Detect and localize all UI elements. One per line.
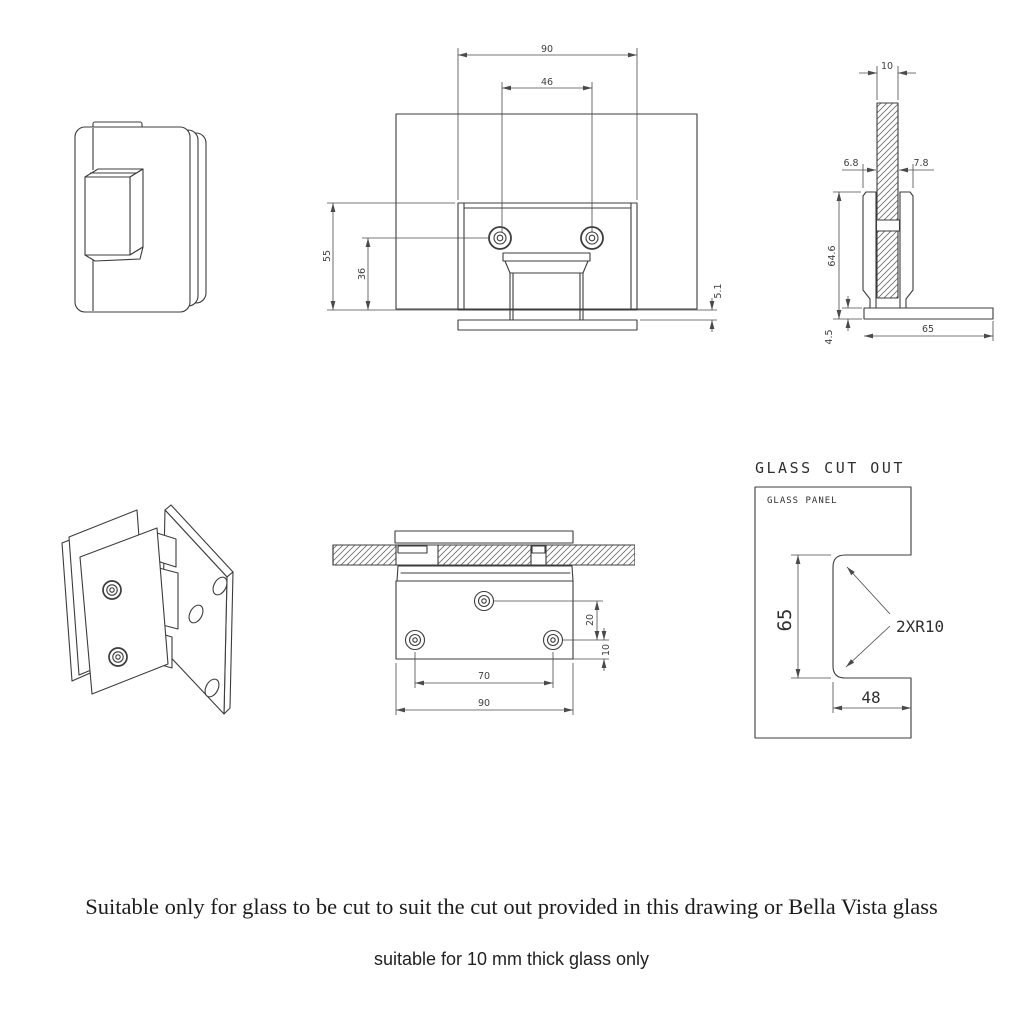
dim-front-height: 55 <box>322 250 333 262</box>
screw-left <box>488 226 512 250</box>
dim-side-left-offset: 6.8 <box>843 158 858 169</box>
dim-cutout-height: 65 <box>774 609 796 632</box>
glass-panel-label: GLASS PANEL <box>767 496 838 506</box>
mount-holes <box>404 590 564 651</box>
dim-front-width: 90 <box>541 44 553 55</box>
dim-front-hole-spacing: 46 <box>541 77 553 88</box>
glass-panel-cutout-outline <box>754 486 912 739</box>
clamp-plate-right <box>899 191 914 309</box>
wall-plate-plan <box>395 580 574 660</box>
dim-side-base-thickness: 4.5 <box>824 329 835 344</box>
screws-open-view <box>102 580 128 667</box>
dim-plan-width: 90 <box>478 698 490 709</box>
base-plate-section <box>863 307 994 320</box>
front-view: 90 46 55 36 5.1 <box>322 44 724 332</box>
hinge-pin-section <box>875 219 901 232</box>
glass-clamp-stack <box>61 509 169 695</box>
glass-wall-hatched <box>332 544 635 566</box>
dim-cutout-radius: 2XR10 <box>896 617 944 636</box>
cutout-title: GLASS CUT OUT <box>755 459 905 477</box>
wall-plate <box>161 504 234 715</box>
plan-view: 20 10 70 90 <box>332 530 635 715</box>
dim-side-base-width: 65 <box>922 324 934 335</box>
dim-side-glass-thickness: 10 <box>881 61 893 72</box>
clamp-cover-plate <box>394 530 574 544</box>
dim-cutout-depth: 48 <box>861 688 880 707</box>
side-view: 10 6.8 7.8 64.6 4.5 65 <box>824 61 994 345</box>
dim-side-clamp-height: 64.6 <box>827 245 838 266</box>
hinge-body <box>502 252 591 321</box>
glass-cutout-view: GLASS CUT OUT GLASS PANEL 65 2XR10 48 <box>754 459 944 739</box>
dim-plan-hole-edge: 10 <box>601 644 612 656</box>
glass-section-hatched <box>876 102 899 299</box>
iso-open-view <box>61 504 234 715</box>
thickness-note: suitable for 10 mm thick glass only <box>373 949 650 969</box>
clamp-plate-left <box>862 191 877 309</box>
dim-plan-hole-spacing: 70 <box>478 671 490 682</box>
hinge-block <box>84 168 144 262</box>
dim-front-plate-gap: 5.1 <box>713 283 724 298</box>
iso-closed-view <box>74 121 207 313</box>
dim-plan-hole-vertical: 20 <box>585 614 596 626</box>
dim-front-hole-height: 36 <box>357 268 368 280</box>
glass-panel-outline <box>395 113 698 310</box>
hinge-plate <box>457 202 638 311</box>
clamp-jaw <box>396 565 574 582</box>
base-plate <box>457 319 638 331</box>
dim-side-right-offset: 7.8 <box>913 158 928 169</box>
suitability-note: Suitable only for glass to be cut to sui… <box>85 894 938 919</box>
